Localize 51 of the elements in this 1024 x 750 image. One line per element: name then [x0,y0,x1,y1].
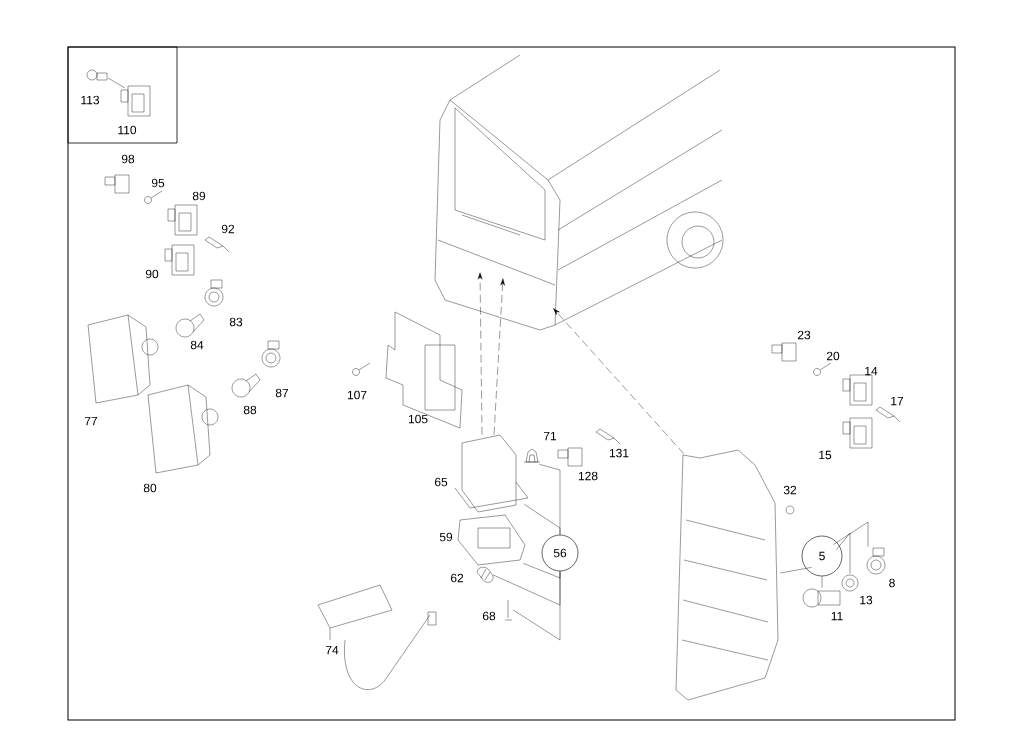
arrow [477,272,483,435]
leader-line [780,567,812,574]
callout-number: 80 [143,483,157,493]
callout-number: 13 [860,595,873,605]
bulb-drawing [802,588,841,608]
callout-number: 110 [118,125,137,135]
clip-drawing [523,448,541,463]
callout-number: 98 [121,154,135,164]
lamp-housing-drawing [457,514,526,566]
callout-number: 71 [543,431,557,441]
callout-number: 17 [891,396,904,406]
leader-line [821,576,823,588]
callout-number: 105 [408,414,428,424]
callout-number: 15 [819,450,832,460]
tail-lamp-drawing [675,449,779,701]
callout-number: 23 [797,330,811,340]
leader-line [539,464,561,535]
callout-number: 14 [865,366,878,376]
callout-number: 68 [482,611,496,621]
callout-number: 11 [831,611,843,621]
callout-number: 87 [275,388,289,398]
leader-line [523,563,561,579]
callout-number: 84 [190,340,204,350]
control-unit-drawing [454,434,529,513]
callout-number: 131 [609,448,629,458]
callout-number: 90 [145,269,159,279]
arrow [553,308,684,454]
callout-number: 8 [889,578,895,588]
leader-line [513,571,561,641]
callout-number: 65 [434,477,448,487]
callout-number: 74 [325,645,339,655]
leader-line [833,521,869,547]
leader-line [836,532,851,574]
grommet-drawing [841,574,859,592]
callout-number: 113 [81,95,100,105]
callout-number: 107 [347,390,367,400]
callout-number: 77 [84,416,98,426]
callout-number: 88 [243,405,257,415]
socket-drawing [866,547,886,575]
van-drawing [434,54,724,331]
bulb-drawing [476,567,494,583]
callout-number: 59 [439,532,453,542]
callout-number: 20 [826,351,840,361]
callout-number: 62 [450,573,464,583]
callout-number: 89 [192,191,206,201]
callout-number: 83 [229,317,243,327]
arrow [493,278,505,435]
callout-number: 95 [151,178,165,188]
callout-number: 92 [221,224,235,234]
callout-number: 128 [578,471,598,481]
screw-drawing [504,599,513,621]
